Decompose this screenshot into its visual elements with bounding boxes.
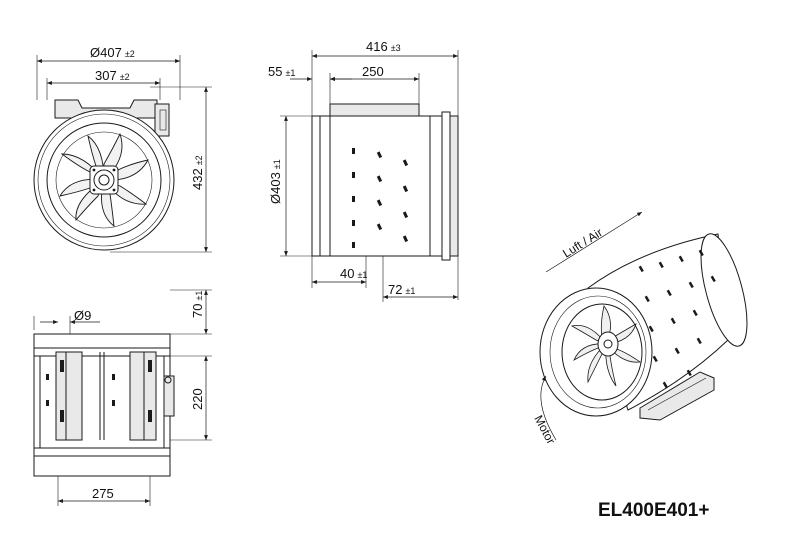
model-number: EL400E401+: [598, 500, 709, 521]
label-250: 250: [362, 64, 384, 79]
label-motor: Motor: [531, 413, 558, 447]
motor-arrow: [540, 375, 557, 441]
label-diameter-407: Ø407±2: [90, 45, 135, 60]
label-416: 416±3: [366, 39, 401, 54]
louvre-slots: [352, 148, 409, 248]
label-airflow: Luft / Air: [560, 225, 605, 260]
airflow-arrow: [545, 211, 643, 273]
label-40: 40±1: [340, 266, 367, 281]
front-view: [33, 55, 212, 253]
side-view: [280, 50, 459, 302]
label-hole-diameter: Ø9: [74, 308, 91, 323]
label-72: 72±1: [388, 282, 415, 297]
bottom-view: [33, 289, 212, 506]
label-275: 275: [92, 486, 114, 501]
label-70: 70±1: [190, 291, 205, 318]
label-307: 307±2: [95, 68, 130, 83]
label-diameter-403: Ø403±1: [268, 159, 283, 204]
label-220: 220: [190, 388, 205, 410]
label-55: 55±1: [268, 64, 295, 79]
label-432: 432±2: [190, 155, 205, 190]
isometric-view: [539, 211, 748, 441]
